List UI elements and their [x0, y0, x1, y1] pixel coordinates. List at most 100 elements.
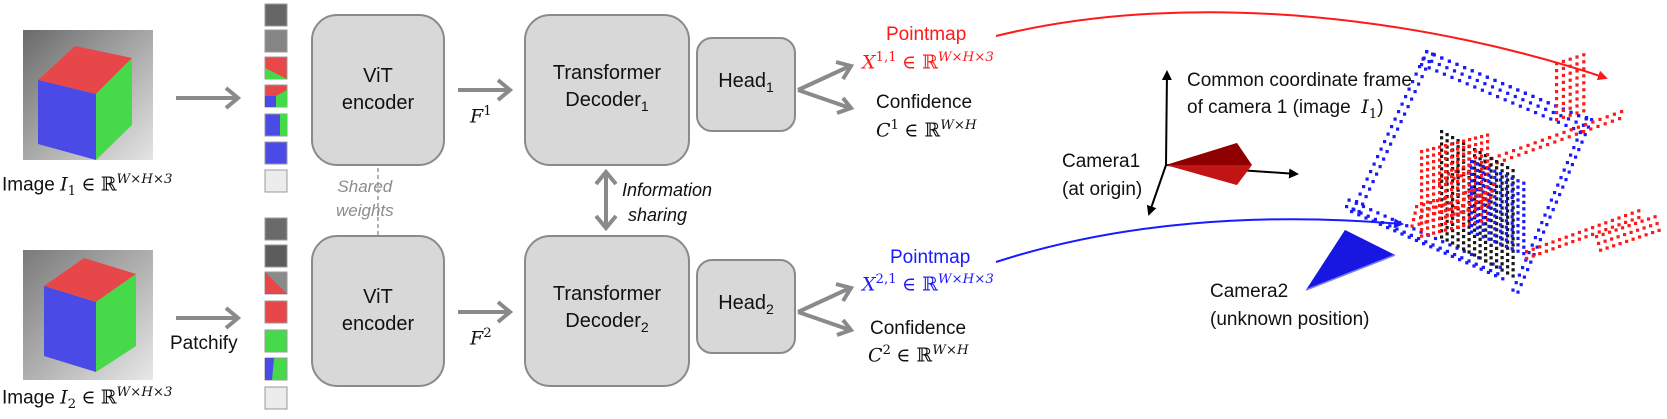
- blue-point: [1510, 202, 1514, 206]
- blue-point: [1475, 181, 1479, 185]
- dark-point: [1495, 197, 1499, 201]
- red-point: [1497, 154, 1501, 158]
- blue-point: [1438, 246, 1442, 250]
- red-point: [1456, 154, 1460, 158]
- red-point: [1444, 228, 1448, 232]
- red-point: [1598, 117, 1602, 121]
- red-point: [1444, 183, 1448, 187]
- blue-point: [1499, 184, 1503, 188]
- info-sharing-line2: sharing: [628, 205, 688, 225]
- dark-point: [1484, 234, 1488, 238]
- blue-point: [1504, 238, 1508, 242]
- red-point: [1553, 140, 1557, 144]
- red-point: [1621, 226, 1625, 230]
- decoder-1-line1: Transformer: [552, 62, 662, 84]
- red-point: [1432, 225, 1436, 229]
- red-point: [1432, 192, 1436, 196]
- blue-point: [1493, 195, 1497, 199]
- red-point: [1438, 182, 1442, 186]
- red-point: [1561, 73, 1565, 77]
- red-point: [1474, 175, 1478, 179]
- red-point: [1420, 209, 1424, 213]
- blue-point: [1465, 82, 1469, 86]
- blue-point: [1465, 261, 1469, 265]
- blue-point: [1499, 197, 1503, 201]
- red-point: [1450, 162, 1454, 166]
- blue-point: [1352, 208, 1356, 212]
- dark-point: [1489, 256, 1493, 260]
- red-point: [1480, 180, 1484, 184]
- red-point: [1605, 246, 1609, 250]
- red-point: [1420, 150, 1424, 154]
- blue-point: [1499, 229, 1503, 233]
- red-point: [1474, 169, 1478, 173]
- red-point: [1575, 76, 1579, 80]
- red-point: [1432, 179, 1436, 183]
- blue-point: [1574, 155, 1578, 159]
- blue-point: [1463, 66, 1467, 70]
- dark-point: [1500, 181, 1504, 185]
- blue-point: [1491, 262, 1495, 266]
- dark-point: [1440, 185, 1444, 189]
- dark-point: [1473, 172, 1477, 176]
- red-point: [1564, 235, 1568, 239]
- dark-point: [1467, 250, 1471, 254]
- blue-point: [1585, 116, 1589, 120]
- pointmap-2-formula: X2,1 ∈ ℝW×H×3: [862, 272, 994, 296]
- red-point: [1571, 240, 1575, 244]
- red-point: [1561, 115, 1565, 119]
- blue-point: [1488, 91, 1492, 95]
- dark-point: [1440, 154, 1444, 158]
- blue-point: [1511, 101, 1515, 105]
- red-point: [1456, 160, 1460, 164]
- blue-point: [1393, 229, 1397, 233]
- dark-point: [1495, 160, 1499, 164]
- dark-point: [1495, 215, 1499, 219]
- coordinate-frame-caption: Common coordinate frame of camera 1 (ima…: [1187, 67, 1412, 128]
- blue-point: [1452, 69, 1457, 73]
- blue-point: [1553, 191, 1557, 195]
- red-point: [1450, 175, 1454, 179]
- image-1-elem: ∈: [81, 173, 96, 196]
- dark-point: [1467, 244, 1471, 248]
- dark-point: [1489, 163, 1493, 167]
- blue-point: [1522, 220, 1526, 224]
- red-point: [1438, 216, 1442, 220]
- blue-point: [1537, 228, 1541, 232]
- image-2-space: W×H×3: [116, 385, 173, 400]
- dark-point: [1506, 234, 1510, 238]
- red-point: [1608, 230, 1612, 234]
- decoder-1-sub: 1: [640, 98, 649, 114]
- blue-point: [1493, 169, 1497, 173]
- dark-point: [1440, 229, 1444, 233]
- red-point: [1575, 97, 1579, 101]
- red-point: [1597, 230, 1601, 234]
- dark-point: [1506, 228, 1510, 232]
- red-point: [1420, 221, 1424, 225]
- blue-point: [1577, 148, 1581, 152]
- red-point: [1468, 151, 1472, 155]
- dark-point: [1489, 175, 1493, 179]
- blue-point: [1504, 200, 1508, 204]
- blue-point: [1580, 140, 1584, 144]
- red-point: [1440, 210, 1444, 214]
- dark-point: [1511, 206, 1515, 210]
- encoder-2-line2: encoder: [341, 313, 415, 335]
- red-point: [1480, 204, 1484, 208]
- red-point: [1462, 159, 1466, 163]
- blue-point: [1372, 162, 1376, 166]
- dark-point: [1484, 228, 1488, 232]
- red-point: [1474, 143, 1478, 147]
- blue-point: [1475, 213, 1479, 217]
- blue-point: [1493, 233, 1497, 237]
- dark-point: [1467, 219, 1471, 223]
- dark-point: [1456, 194, 1460, 198]
- dark-point: [1478, 157, 1482, 161]
- blue-point: [1470, 185, 1474, 189]
- blue-point: [1480, 88, 1484, 92]
- dark-point: [1478, 163, 1482, 167]
- red-point: [1485, 185, 1489, 189]
- red-point: [1480, 174, 1484, 178]
- red-point: [1504, 151, 1508, 155]
- red-point: [1618, 242, 1622, 246]
